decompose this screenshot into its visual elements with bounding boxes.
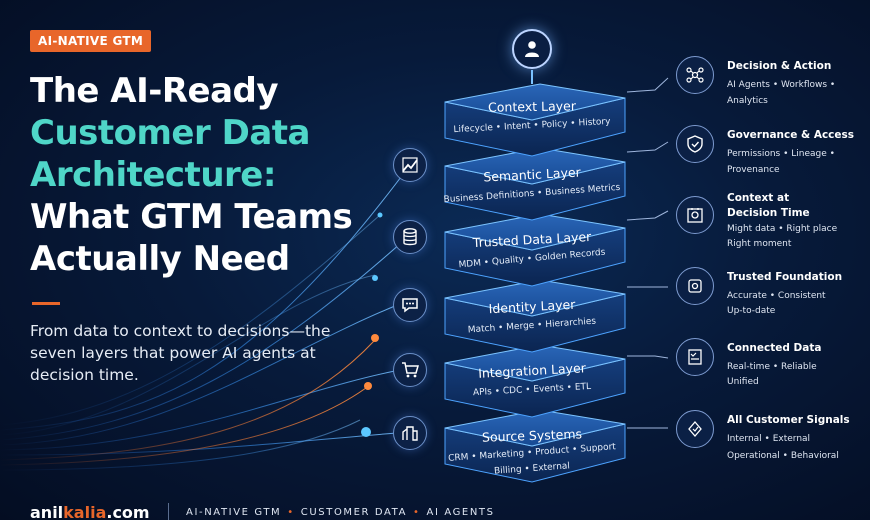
chat-icon bbox=[393, 288, 427, 322]
brand-logo: anilkalia.com bbox=[30, 503, 150, 520]
footer-divider bbox=[168, 503, 169, 520]
user-icon bbox=[512, 29, 552, 69]
accent-divider bbox=[32, 302, 60, 305]
shield-icon bbox=[676, 125, 714, 163]
hand-icon bbox=[676, 410, 714, 448]
page-title: The AI-Ready Customer Data Architecture:… bbox=[30, 71, 353, 279]
gear-icon bbox=[676, 267, 714, 305]
subtitle: From data to context to decisions—the se… bbox=[30, 322, 331, 384]
building-icon bbox=[393, 416, 427, 450]
chart-icon bbox=[393, 148, 427, 182]
footer-tags: AI-NATIVE GTM•CUSTOMER DATA•AI AGENTS bbox=[186, 507, 495, 518]
network-icon bbox=[676, 56, 714, 94]
database-icon bbox=[393, 220, 427, 254]
cart-icon bbox=[393, 353, 427, 387]
checklist-icon bbox=[676, 338, 714, 376]
target-icon bbox=[676, 196, 714, 234]
category-tag: AI-NATIVE GTM bbox=[30, 30, 152, 52]
